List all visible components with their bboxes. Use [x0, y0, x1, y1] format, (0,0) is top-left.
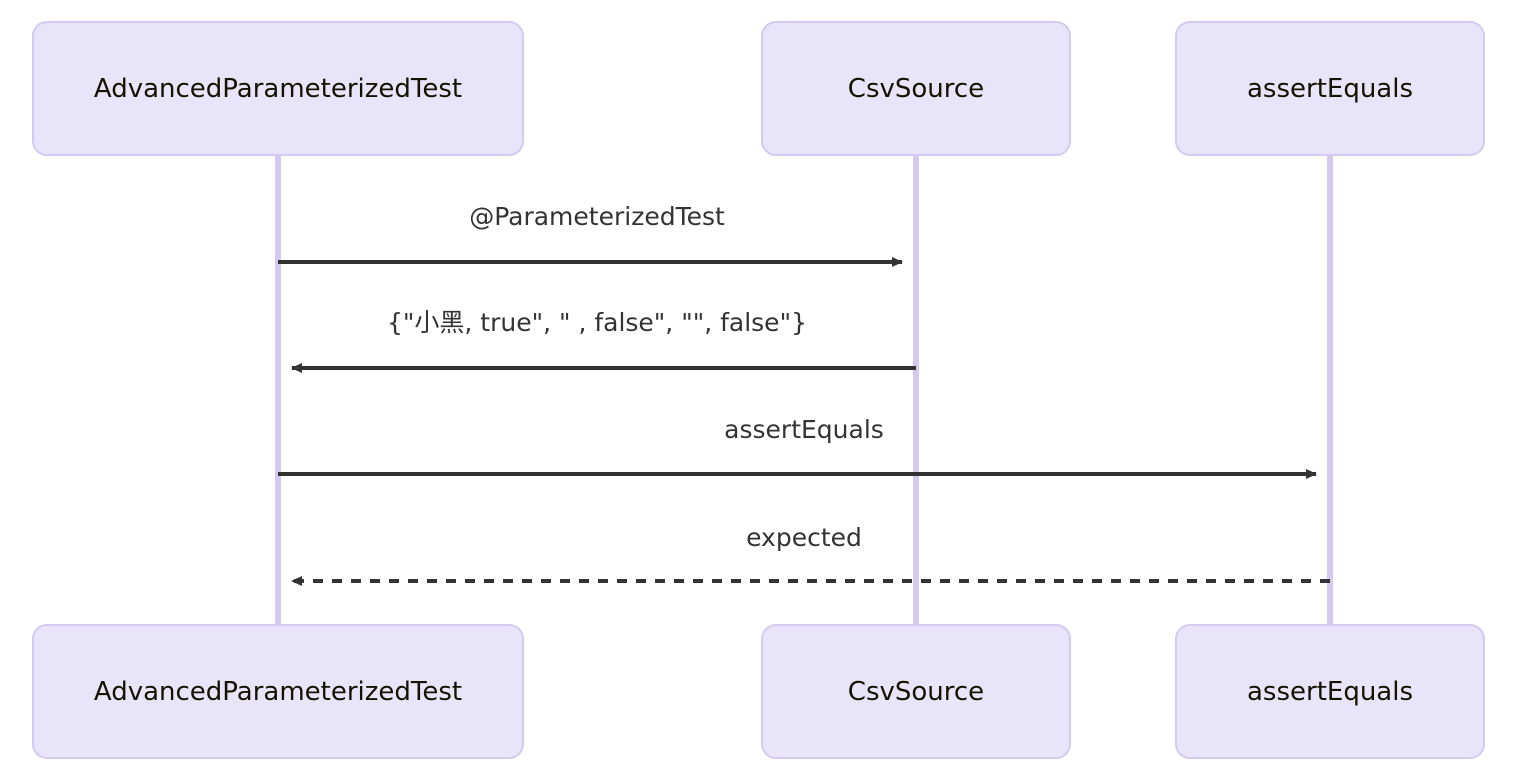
message-label-1: @ParameterizedTest	[469, 202, 725, 231]
participant-label-bottom-assertEquals: assertEquals	[1247, 677, 1413, 707]
participant-label-bottom-advancedParameterizedTest: AdvancedParameterizedTest	[94, 677, 462, 707]
message-label-2: {"小黑, true", " , false", "", false"}	[387, 308, 807, 337]
messages-group: @ParameterizedTest {"小黑, true", " , false…	[278, 202, 1330, 586]
participant-box-top-advancedParameterizedTest[interactable]	[32, 21, 524, 156]
message-label-4: expected	[746, 523, 862, 552]
bottom-participant-boxes: AdvancedParameterizedTest CsvSource assert…	[32, 624, 1485, 759]
participant-label-top-assertEquals: assertEquals	[1247, 74, 1413, 104]
participant-box-bottom-csvSource[interactable]	[761, 624, 1071, 759]
lifelines-group	[275, 155, 1333, 625]
participant-box-bottom-advancedParameterizedTest[interactable]	[32, 624, 524, 759]
top-participant-boxes: AdvancedParameterizedTest CsvSource assert…	[32, 21, 1485, 156]
participant-label-top-csvSource: CsvSource	[848, 74, 984, 104]
participant-label-bottom-csvSource: CsvSource	[848, 677, 984, 707]
participant-label-top-advancedParameterizedTest: AdvancedParameterizedTest	[94, 74, 462, 104]
participant-box-top-assertEquals[interactable]	[1175, 21, 1485, 156]
participant-box-top-csvSource[interactable]	[761, 21, 1071, 156]
message-label-3: assertEquals	[724, 415, 884, 444]
participant-box-bottom-assertEquals[interactable]	[1175, 624, 1485, 759]
